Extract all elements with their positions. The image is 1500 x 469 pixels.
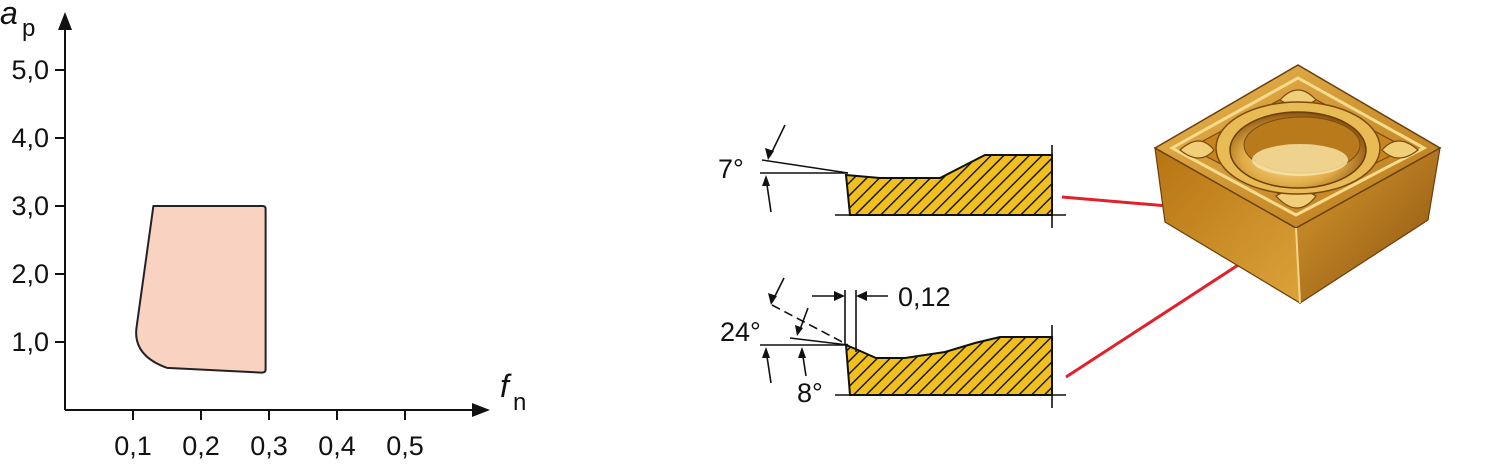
arrowhead-icon	[762, 347, 770, 358]
y-tick-label: 2,0	[11, 259, 49, 289]
x-tick-label: 0,4	[318, 431, 356, 461]
y-ticks: 1,0 2,0 3,0 4,0 5,0	[11, 55, 65, 357]
lower-edge-profile: 0,12 24° 8°	[720, 277, 1066, 408]
corner-lobe-left	[1179, 140, 1215, 159]
arrowhead-icon	[798, 347, 806, 358]
insert-hole-highlight	[1252, 144, 1348, 176]
arrowhead-icon	[768, 293, 777, 305]
upper-edge-profile: 7°	[718, 124, 1066, 228]
insert-chipbreaker-rim	[1168, 76, 1428, 217]
x-tick-label: 0,2	[182, 431, 220, 461]
upper-angle-label: 7°	[718, 154, 744, 184]
application-region	[135, 205, 267, 374]
y-tick-label: 3,0	[11, 191, 49, 221]
application-area-chart: 0,1 0,2 0,3 0,4 0,5 f n 1,0 2,0 3,0 4,0 5,0 a p	[0, 0, 526, 461]
y-tick-label: 1,0	[11, 327, 49, 357]
y-axis-arrow-icon	[58, 12, 72, 30]
x-tick-label: 0,5	[386, 431, 424, 461]
y-tick-label: 4,0	[11, 123, 49, 153]
y-axis-label: a	[0, 0, 18, 31]
lower-profile-hatched-section	[844, 336, 1053, 396]
insert-front-corner-edge	[1295, 227, 1301, 304]
x-axis-label: f	[500, 368, 512, 404]
angle-24-label: 24°	[720, 317, 761, 347]
x-axis-label-subscript: n	[513, 389, 526, 416]
x-tick-label: 0,3	[250, 431, 288, 461]
upper-profile-hatched-section	[844, 154, 1053, 216]
land-width-label: 0,12	[898, 282, 951, 312]
lower-profile-24deg-line	[771, 304, 849, 346]
y-axis-label-subscript: p	[22, 15, 35, 42]
x-axis: 0,1 0,2 0,3 0,4 0,5 f n	[65, 368, 526, 461]
arrowhead-icon	[765, 148, 774, 160]
lower-profile-8deg-line	[789, 337, 849, 346]
upper-profile-rake-line	[761, 159, 849, 174]
x-tick-label: 0,1	[114, 431, 152, 461]
arrowhead-icon	[834, 291, 845, 301]
x-ticks: 0,1 0,2 0,3 0,4 0,5	[114, 410, 424, 461]
arrowhead-icon	[762, 175, 770, 186]
angle-8-label: 8°	[797, 378, 823, 408]
x-axis-arrow-icon	[472, 403, 490, 417]
arrowhead-icon	[856, 291, 867, 301]
arrowhead-icon	[795, 325, 803, 336]
corner-lobe-right	[1381, 140, 1419, 159]
cutting-insert-illustration	[1153, 64, 1442, 305]
y-axis: 1,0 2,0 3,0 4,0 5,0 a p	[0, 0, 72, 410]
y-tick-label: 5,0	[11, 55, 49, 85]
